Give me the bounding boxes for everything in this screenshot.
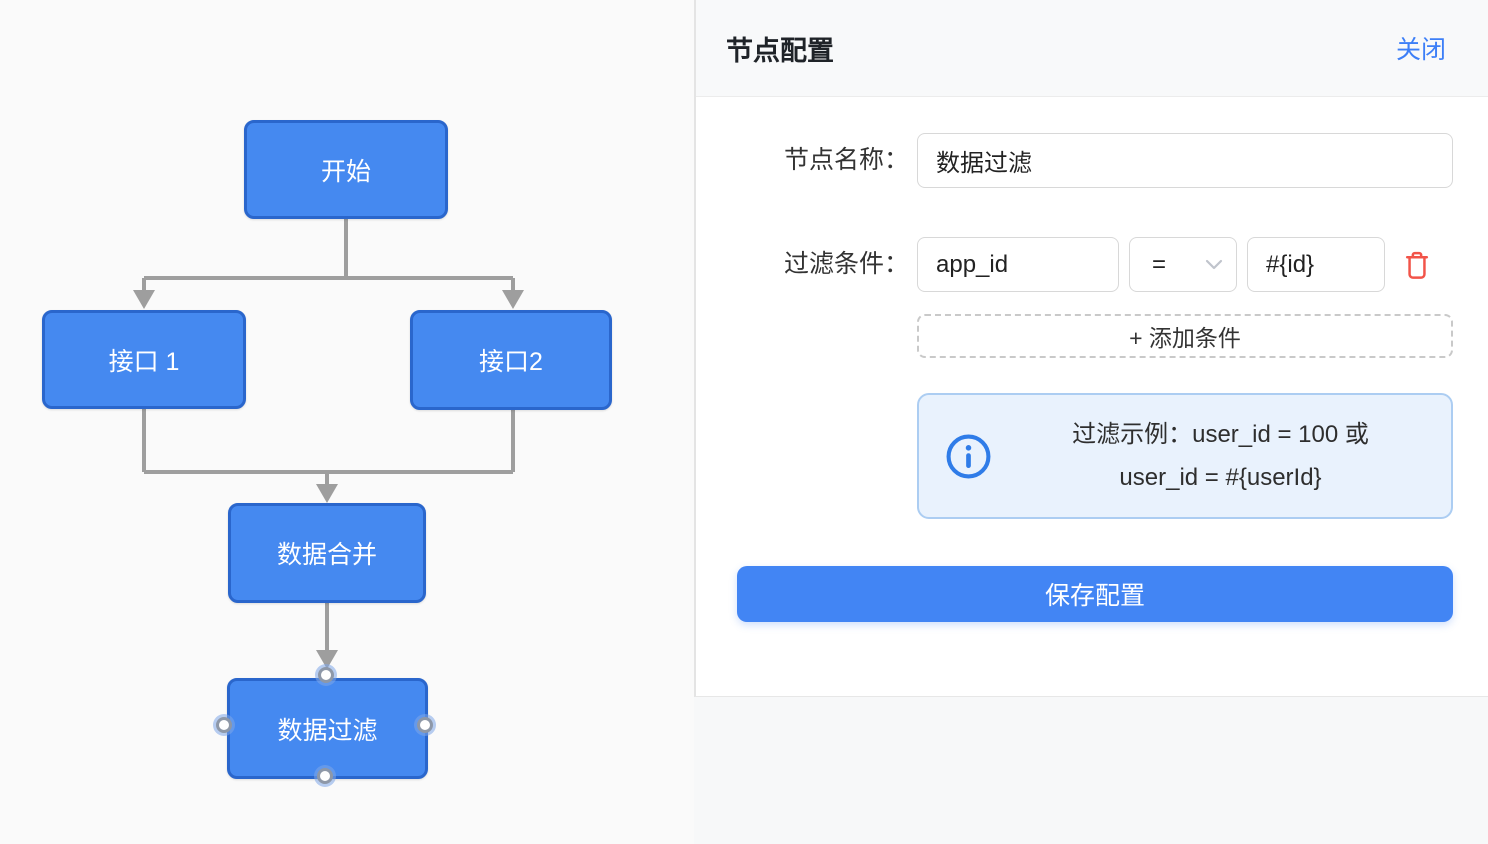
flow-node-start[interactable]: 开始 [244,120,448,219]
flow-canvas[interactable]: 开始 接口 1 接口2 数据合并 数据过滤 [0,0,694,844]
flow-node-api1[interactable]: 接口 1 [42,310,246,409]
flow-node-start-label: 开始 [320,157,371,186]
info-icon [946,434,991,478]
node-config-panel: 节点配置 关闭 节点名称： 过滤条件： = + 添加条件 [694,0,1488,697]
filter-example-hint: 过滤示例：user_id = 100 或 user_id = #{userId} [917,393,1453,519]
flow-node-filter-selected[interactable]: 数据过滤 [227,678,428,779]
filter-condition-label: 过滤条件： [783,250,909,278]
panel-title: 节点配置 [726,35,834,66]
close-link[interactable]: 关闭 [1395,36,1446,64]
add-condition-button[interactable]: + 添加条件 [917,314,1453,358]
flow-node-merge[interactable]: 数据合并 [228,503,426,603]
flow-node-api2[interactable]: 接口2 [410,310,612,410]
panel-body: 节点名称： 过滤条件： = + 添加条件 [696,97,1488,696]
filter-port-right[interactable] [417,717,433,733]
hint-line-1: 过滤示例：user_id = 100 或 [1072,421,1369,448]
arrowhead-filter [316,650,338,669]
hint-text: 过滤示例：user_id = 100 或 user_id = #{userId} [1014,413,1427,499]
trash-icon [1405,251,1429,279]
filter-port-left[interactable] [216,717,232,733]
filter-port-bottom[interactable] [317,768,333,784]
chevron-down-icon [1205,259,1223,269]
condition-value-input[interactable] [1247,237,1385,292]
arrowhead-api1 [133,290,155,309]
condition-operator-select[interactable]: = [1129,237,1237,292]
flow-edges [133,219,524,669]
arrowhead-merge [316,484,338,503]
panel-header: 节点配置 关闭 [696,0,1488,97]
condition-operator-value: = [1152,250,1167,278]
node-name-label: 节点名称： [783,146,909,174]
filter-port-top[interactable] [318,667,334,683]
node-name-input[interactable] [917,133,1453,188]
arrowhead-api2 [502,290,524,309]
hint-line-2: user_id = #{userId} [1119,464,1322,491]
delete-condition-button[interactable] [1399,248,1435,282]
flow-node-api2-label: 接口2 [479,348,543,376]
flow-node-merge-label: 数据合并 [276,541,377,569]
condition-field-input[interactable] [917,237,1119,292]
save-config-button[interactable]: 保存配置 [737,566,1453,622]
flow-node-filter-label: 数据过滤 [277,716,378,745]
flow-node-api1-label: 接口 1 [108,347,180,376]
